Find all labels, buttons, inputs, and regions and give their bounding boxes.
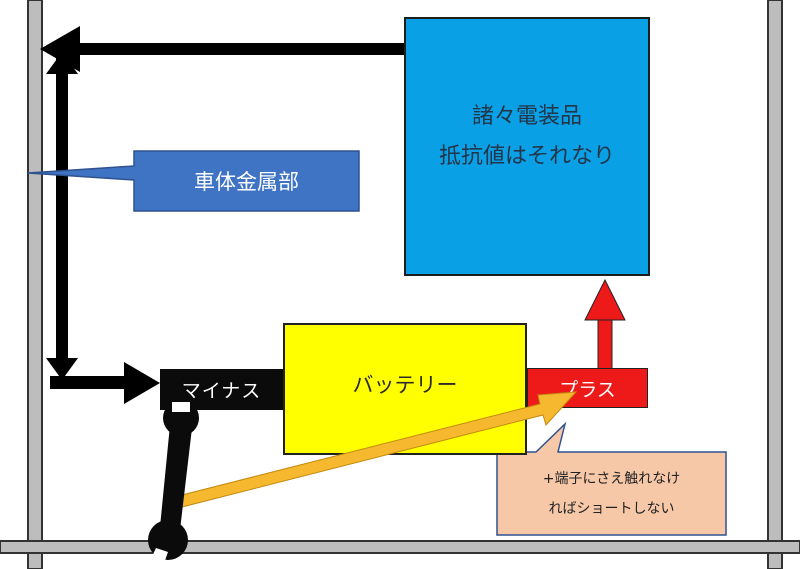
- wrench-path-arrow: [177, 391, 578, 508]
- short-note-line1: +端子にさえ触れなけ: [542, 470, 681, 487]
- circuit-return-arrow: [40, 26, 405, 404]
- electrics-line1: 諸々電装品: [471, 103, 582, 129]
- plus-up-arrow: [584, 278, 626, 370]
- minus-terminal-label: マイナス: [181, 380, 262, 402]
- short-note: +端子にさえ触れなけ ればショートしない: [497, 452, 726, 535]
- wrench-icon: [148, 400, 199, 569]
- battery-label: バッテリー: [352, 373, 458, 397]
- battery: バッテリー: [283, 323, 527, 455]
- body-metal-callout: [27, 150, 360, 212]
- electrics-box: 諸々電装品 抵抗値はそれなり: [404, 17, 650, 276]
- body-metal-label: 車体金属部: [194, 170, 299, 194]
- short-note-line2: ればショートしない: [548, 500, 675, 517]
- short-note-callout: [496, 421, 727, 536]
- electrics-line2: 抵抗値はそれなり: [438, 143, 615, 169]
